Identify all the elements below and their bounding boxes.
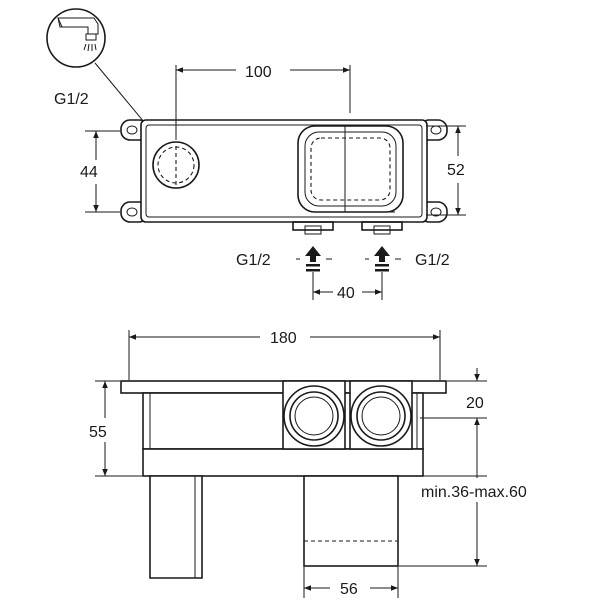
dimension-height-side-label: 55 <box>89 424 107 441</box>
outlet-thread-label: G1/2 <box>54 91 89 108</box>
dimension-width-side <box>128 330 441 380</box>
valve-chamber <box>297 125 404 213</box>
outlet-port-top <box>152 141 200 189</box>
dimension-width-side-label: 180 <box>270 330 297 347</box>
inlet-pipe-right-side <box>349 380 413 450</box>
dimension-inlet-spacing-label: 40 <box>337 285 355 302</box>
inlet-right-thread-label: G1/2 <box>415 252 450 269</box>
spout-icon <box>46 8 106 68</box>
dimension-depth-range-label: min.36-max.60 <box>421 484 527 501</box>
box-body-top <box>140 119 428 223</box>
dimension-width-top <box>175 65 351 140</box>
dimension-flange-label: 20 <box>466 395 484 412</box>
spout-sleeve <box>149 475 203 579</box>
dimension-depth-range <box>399 418 487 567</box>
dimension-sleeve-width-label: 56 <box>340 581 358 598</box>
dimension-height-left-label: 44 <box>80 164 98 181</box>
dimension-inlet-spacing <box>312 272 383 300</box>
box-base-side <box>142 448 424 477</box>
dimension-height-side <box>95 380 142 477</box>
valve-sleeve <box>303 475 399 567</box>
side-view <box>120 380 447 579</box>
dimension-height-left <box>85 130 120 213</box>
dimension-height-right <box>426 125 466 216</box>
inlet-left-thread-label: G1/2 <box>236 252 271 269</box>
inlet-stub-right <box>361 221 403 235</box>
inlet-stub-left <box>292 221 334 235</box>
inlet-pipe-left-side <box>282 380 346 450</box>
dimension-sleeve-width <box>303 566 399 598</box>
dimension-height-right-label: 52 <box>447 162 465 179</box>
dimension-width-top-label: 100 <box>245 64 272 81</box>
up-arrow-icon <box>374 246 390 272</box>
box-body-inner <box>145 124 423 218</box>
up-arrow-icon <box>305 246 321 272</box>
top-view <box>120 119 448 272</box>
